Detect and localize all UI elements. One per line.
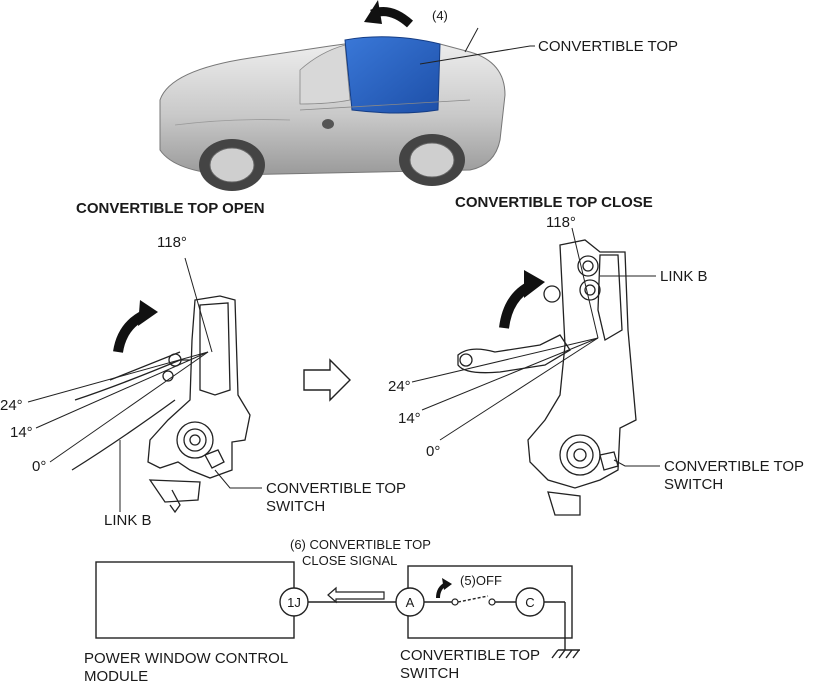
switch-left-label-line1: CONVERTIBLE TOP — [266, 480, 407, 497]
signal-label-line1: (6) CONVERTIBLE TOP — [290, 537, 431, 552]
mechanism-close — [457, 239, 637, 516]
angle-118-right: 118° — [546, 214, 576, 231]
transition-arrow — [303, 358, 351, 402]
rotation-arrow-4 — [364, 0, 414, 28]
link-b-left-label: LINK B — [104, 512, 152, 529]
signal-label-line2: CLOSE SIGNAL — [302, 553, 398, 568]
switch-right-label-line1: CONVERTIBLE TOP — [664, 458, 805, 475]
signal-arrow — [327, 586, 385, 604]
circuit-switch-label-line2: SWITCH — [400, 665, 460, 682]
terminal-a-label: A — [405, 595, 415, 610]
off-label: (5)OFF — [460, 573, 502, 588]
terminal-c-label: C — [525, 595, 535, 610]
convertible-top-label: CONVERTIBLE TOP — [538, 38, 679, 55]
switch-left-label-line2: SWITCH — [266, 498, 326, 515]
terminal-a-circle — [395, 587, 425, 617]
power-window-module-box — [95, 561, 295, 639]
switch-off-arrow — [436, 578, 452, 599]
header-close: CONVERTIBLE TOP CLOSE — [455, 194, 653, 211]
angle-14-right: 14° — [398, 410, 421, 427]
circuit-switch-label-line1: CONVERTIBLE TOP — [400, 647, 541, 664]
circuit — [95, 561, 580, 659]
angle-lines-right — [411, 227, 599, 441]
angle-14-left: 14° — [10, 424, 33, 441]
switch-contact-right — [488, 598, 496, 606]
arrow-step-4-label: (4) — [432, 8, 448, 23]
angle-118-left: 118° — [157, 234, 187, 251]
car-illustration — [159, 36, 506, 191]
module-label-line1: POWER WINDOW CONTROL — [84, 650, 289, 667]
terminal-1j-label: 1J — [287, 595, 301, 610]
rotation-arrow-left — [113, 300, 158, 353]
header-open: CONVERTIBLE TOP OPEN — [76, 200, 265, 217]
angle-24-right: 24° — [388, 378, 411, 395]
angle-24-left: 24° — [0, 397, 23, 414]
terminal-c-circle — [515, 587, 545, 617]
angle-0-left: 0° — [32, 458, 47, 475]
angle-0-right: 0° — [426, 443, 441, 460]
rotation-arrow-right — [499, 270, 545, 329]
angle-lines-left — [27, 257, 213, 463]
leader-switch-right — [613, 459, 660, 467]
leader-convertible-top — [419, 45, 535, 65]
module-label-line2: MODULE — [84, 668, 149, 685]
switch-right-label-line2: SWITCH — [664, 476, 724, 493]
terminal-1j-circle — [279, 587, 309, 617]
link-b-right-label: LINK B — [660, 268, 708, 285]
switch-contact-left — [451, 598, 459, 606]
leader-switch-left — [214, 469, 262, 489]
